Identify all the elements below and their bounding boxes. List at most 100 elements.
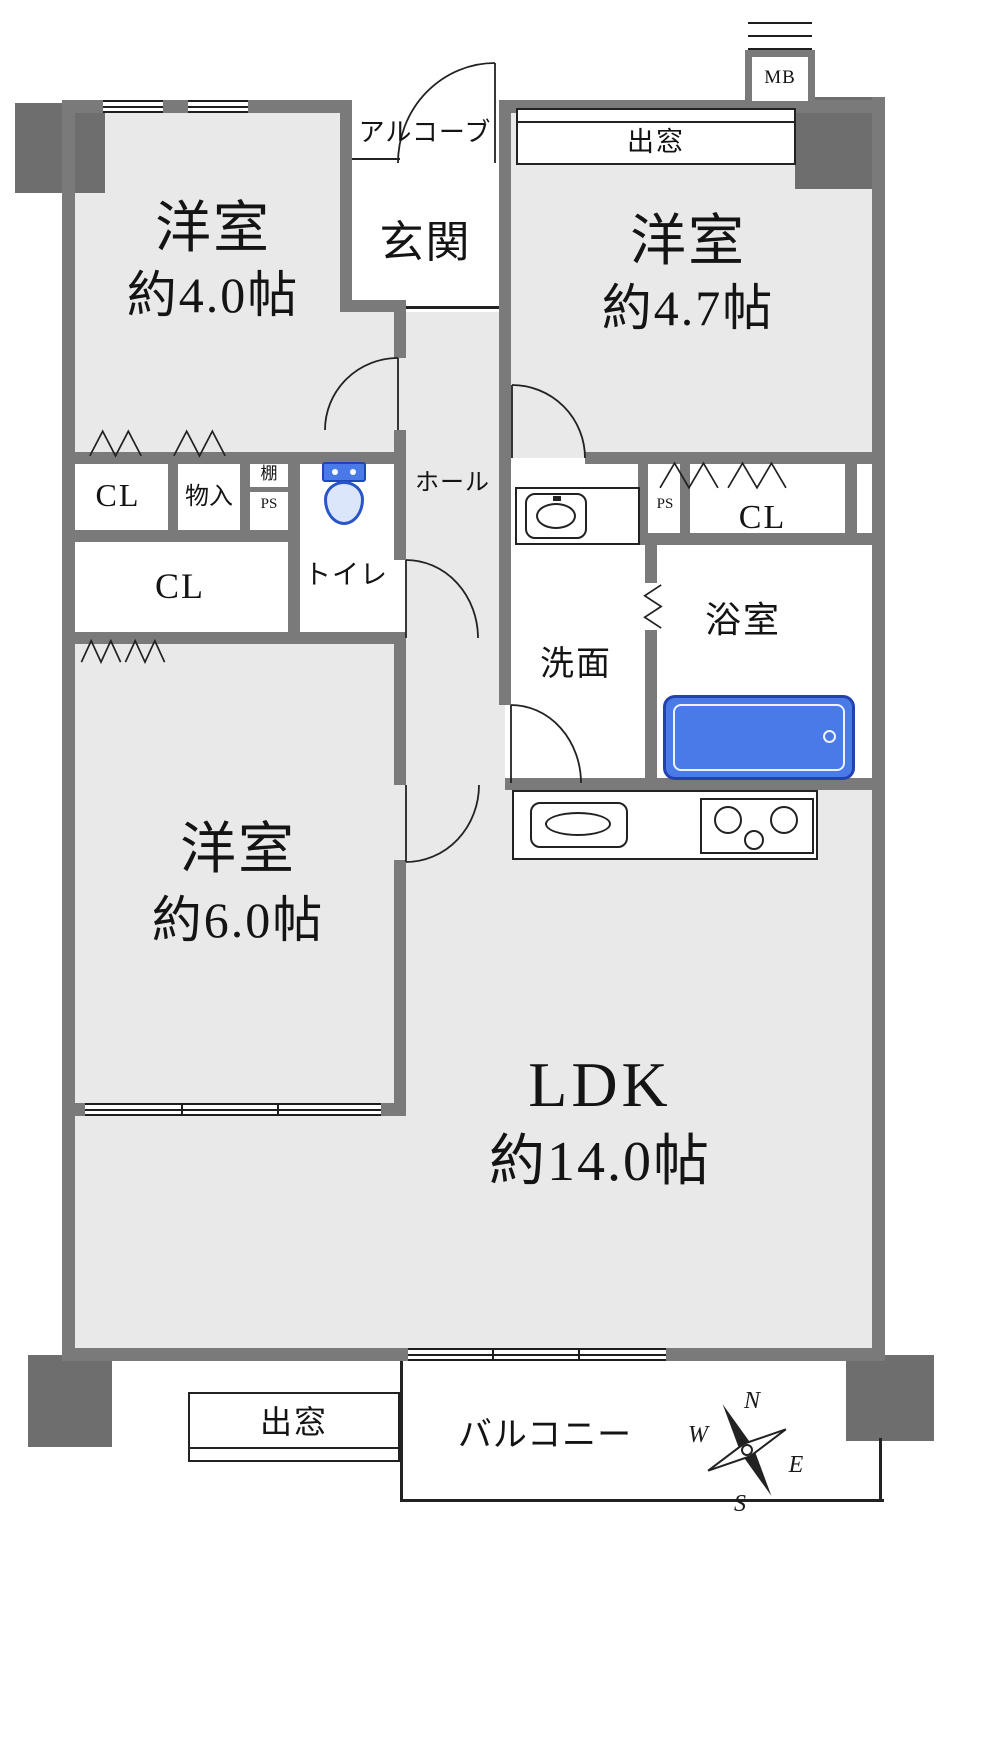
folding-door-symbol [172,428,227,458]
bedroom3-door-arc [406,785,479,862]
balcony-railing [400,1361,403,1502]
wall-segment [62,100,75,1361]
window-symbol [103,100,163,113]
room-size: 約4.0帖 [126,267,300,324]
wall-segment [62,452,406,464]
toilet-tank-button [350,469,356,475]
closet-label: CL [154,566,205,606]
room-name: 洋室 [630,211,746,273]
room-name: 洋室 [155,198,271,260]
bay-window-glass-line [518,121,794,123]
storage-label: 物入 [185,484,233,510]
room-size: 約6.0帖 [151,892,325,949]
closet-label: CL [95,477,141,513]
pillar-bottom-right [846,1355,934,1441]
wall-segment [250,487,288,492]
compass-east-label: E [788,1452,804,1478]
kitchen-sink [530,802,628,848]
closet2-area [68,536,300,644]
entrance-door-arc [398,63,495,163]
wall-segment [394,860,406,1116]
room-size: 約14.0帖 [489,1130,711,1193]
toilet-fixture [318,462,370,528]
room-label-bedroom-mid-left: 洋室 約6.0帖 [88,818,388,950]
window-mullion [578,1350,580,1359]
room-label-ldk: LDK 約14.0帖 [420,1048,780,1194]
washbasin-bowl [536,503,576,529]
wall-segment [680,464,690,545]
room-label-hall: ホール [415,470,490,496]
wall-segment [62,632,406,644]
folding-door-symbol [88,428,143,458]
room-label-balcony: バルコニー [457,1417,633,1454]
room-label-bedroom-top-right: 洋室 約4.7帖 [538,210,838,338]
entrance-area [346,106,505,312]
stove [700,798,814,854]
room-name: 洋室 [180,819,296,881]
compass-west-label: W [688,1422,710,1448]
bay-window-bottom: 出窓 [188,1392,400,1462]
balcony-railing [400,1499,884,1502]
washbasin-faucet [553,496,561,501]
wall-segment [499,100,511,705]
folding-door-symbol [726,460,788,490]
washroom-door-arc [511,705,581,783]
wall-segment [638,533,878,545]
meter-box: MB [745,50,815,108]
wall-segment [845,464,857,533]
wall-segment [168,458,178,536]
room-label-bedroom-top-left: 洋室 約4.0帖 [78,197,348,325]
room-label-alcove: アルコーブ [358,118,492,147]
bedroom2-door-arc [512,385,585,458]
balcony-window-symbol [408,1348,666,1361]
wall-segment [394,638,406,785]
window-symbol [188,100,248,113]
wall-segment [585,452,878,464]
wall-segment [638,464,648,545]
washbasin-counter [515,487,640,545]
pillar-bottom-left [28,1355,112,1447]
wall-segment [394,430,406,560]
shelf-label: 棚 [260,464,278,483]
folding-door-symbol [124,638,166,664]
pillar-top-left [15,103,105,193]
compass-needle [707,1404,787,1496]
bedroom1-door-arc [325,358,398,430]
compass-south-label: S [734,1491,746,1517]
room-label-washroom: 洗面 [540,646,612,683]
folding-door-symbol [658,460,720,490]
kitchen-sink-bowl [545,812,611,836]
stove-burner [714,806,742,834]
toilet-tank [322,462,366,482]
wall-segment [62,530,300,542]
compass-north-label: N [743,1388,762,1414]
wall-segment [505,778,878,790]
room-size: 約4.7帖 [601,280,775,337]
toilet-bowl [324,481,364,525]
wall-segment [394,312,406,358]
stove-burner [770,806,798,834]
pipe-space-label: PS [656,496,674,512]
closet-row-area [68,458,300,542]
wall-segment [240,458,250,536]
toilet-tank-button [332,469,338,475]
washbasin [525,493,587,539]
bay-window-top-label: 出窓 [627,127,685,157]
balcony-railing [879,1438,882,1502]
pipe-space-label: PS [260,496,278,512]
entrance-step-line [406,306,499,309]
room-label-bathroom: 浴室 [704,600,781,640]
bathtub-inner [673,704,845,771]
wall-segment [340,100,352,312]
bathroom-folding-door-symbol [641,583,663,630]
bathtub-drain [823,730,836,743]
bay-window-top: 出窓 [516,108,796,165]
toilet-door-arc [406,560,478,638]
window-mullion [492,1350,494,1359]
wall-segment [288,458,300,644]
room-name: LDK [528,1049,672,1120]
meter-box-label: MB [764,67,796,88]
room-label-entrance: 玄関 [379,218,472,267]
wall-segment [872,97,885,1361]
wall-segment [645,545,657,583]
